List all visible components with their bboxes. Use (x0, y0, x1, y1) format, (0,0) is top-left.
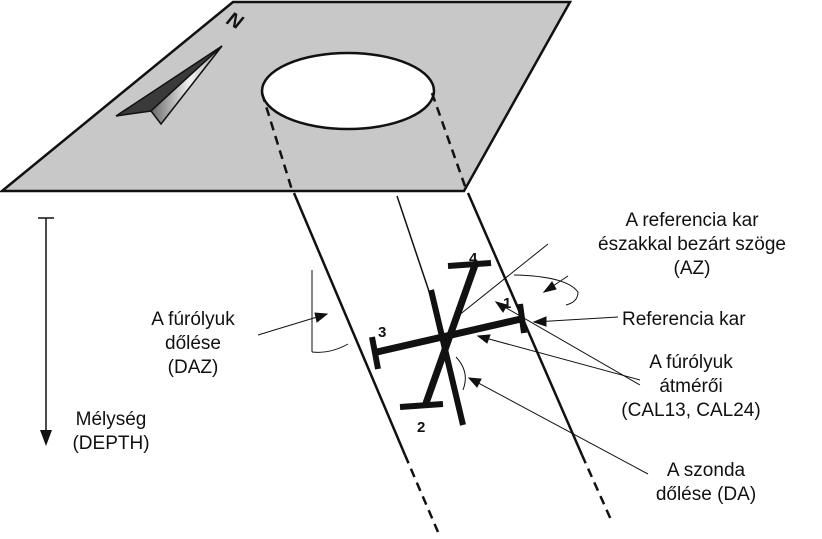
leader-az-1 (457, 243, 549, 317)
az-angle-arc (513, 274, 579, 306)
label-line: (AZ) (673, 258, 711, 279)
arm-2-4 (421, 263, 479, 408)
borehole-wall-right-upper (430, 92, 468, 190)
arm-number-2: 2 (417, 419, 426, 436)
label-reference-arm: Referencia kar (622, 309, 746, 330)
da-angle-arc (455, 356, 466, 391)
label-reference-arm-angle: A referencia kar északkal bezárt szöge (… (562, 209, 822, 281)
label-line: északkal bezárt szöge (598, 234, 786, 255)
leader-ref-arm (533, 316, 619, 323)
leader-diam-1 (477, 335, 641, 381)
label-line: A fúrólyuk (151, 309, 235, 330)
label-line: A referencia kar (625, 210, 759, 231)
arm-1-pad (517, 303, 527, 334)
label-line: dőlése (DA) (655, 484, 757, 505)
label-line: (CAL13, CAL24) (621, 400, 761, 421)
caliper-arms (369, 260, 527, 426)
borehole-wall-right-lower (580, 454, 614, 523)
arm-2-pad (399, 401, 444, 410)
borehole-wall-left (292, 192, 407, 456)
arm-number-3: 3 (378, 324, 387, 341)
borehole-opening (260, 51, 436, 131)
arm-3-pad (369, 336, 381, 370)
label-probe-deviation: A szonda dőlése (DA) (636, 459, 776, 507)
north-arrow-icon (115, 45, 223, 126)
label-line: dőlése (165, 333, 221, 354)
daz-angle-arc (311, 343, 349, 353)
arm-number-1: 1 (503, 295, 512, 312)
label-borehole-diameters: A fúrólyuk átmérői (CAL13, CAL24) (586, 351, 796, 423)
arm-long-diagonal (428, 289, 466, 426)
arm-number-4: 4 (469, 250, 478, 267)
label-line: átmérői (659, 376, 723, 397)
label-borehole-deviation: A fúrólyuk dőlése (DAZ) (128, 308, 258, 380)
label-line: Mélység (75, 409, 147, 430)
label-line: A szonda (666, 460, 746, 481)
label-line: (DAZ) (167, 357, 219, 378)
label-depth: Mélység (DEPTH) (56, 408, 166, 456)
leader-da (468, 377, 649, 475)
leader-diam-2 (495, 301, 641, 386)
arm-4-pad (447, 260, 492, 269)
label-line: (DEPTH) (72, 433, 150, 454)
label-line: A fúrólyuk (649, 352, 733, 373)
borehole-wall-left-lower (403, 454, 440, 533)
depth-arrowhead (40, 430, 52, 446)
borehole-wall-left-upper (260, 92, 294, 191)
